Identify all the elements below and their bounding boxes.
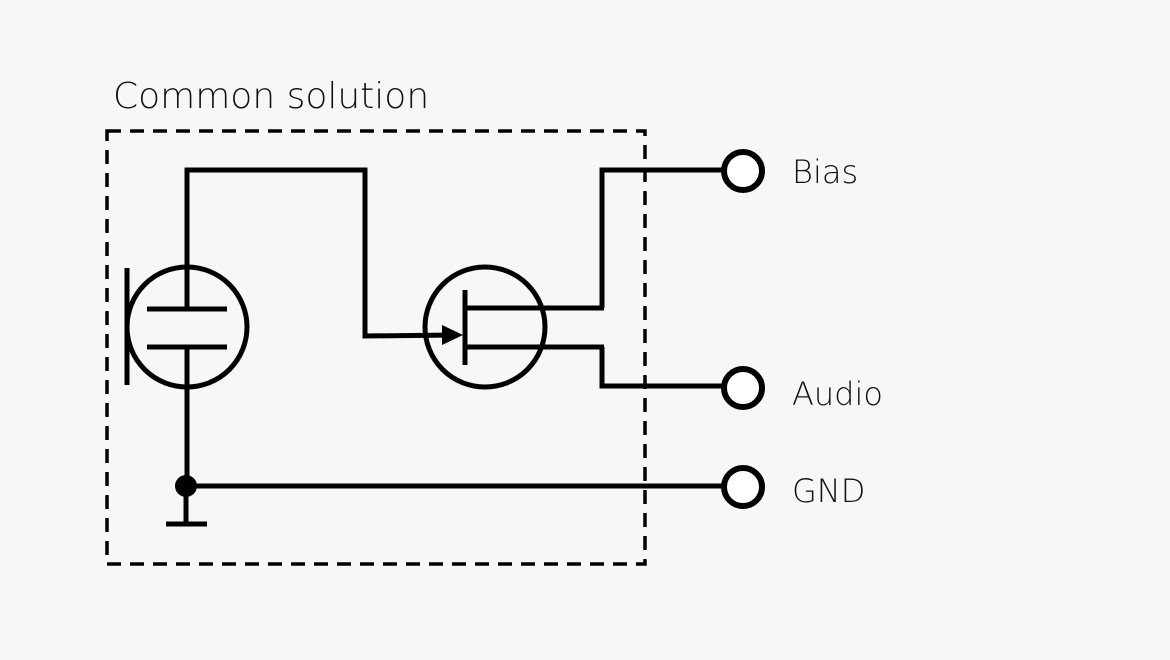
source-to-audio-wire bbox=[599, 347, 724, 389]
jfet-transistor bbox=[422, 264, 604, 390]
jfet-circle bbox=[422, 264, 548, 390]
bias-terminal bbox=[721, 149, 765, 193]
enclosure-boundary bbox=[105, 129, 647, 566]
audio-label: Audio bbox=[792, 375, 883, 413]
diagram-title: Common solution bbox=[113, 76, 429, 117]
gnd-terminal bbox=[721, 465, 765, 509]
gnd-label: GND bbox=[792, 472, 865, 510]
bias-label: Bias bbox=[792, 153, 858, 191]
gate-arrow bbox=[442, 325, 463, 345]
drain-to-bias-wire bbox=[599, 167, 724, 308]
capsule-to-gate-wire bbox=[184, 167, 456, 339]
audio-terminal bbox=[721, 366, 765, 410]
